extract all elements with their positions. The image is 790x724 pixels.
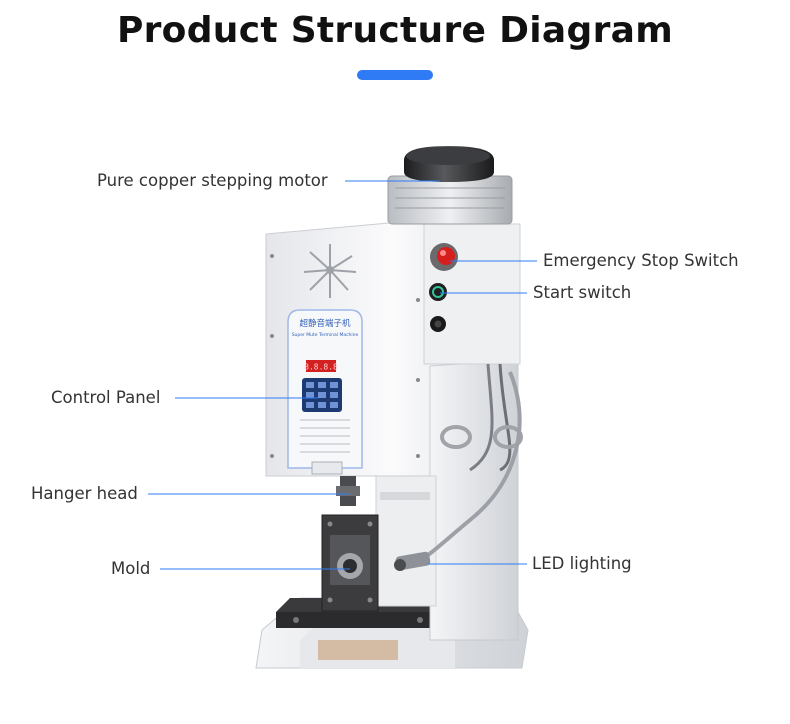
speaker-grille — [303, 244, 357, 298]
label-control: Control Panel — [51, 388, 161, 407]
label-led: LED lighting — [532, 554, 632, 573]
label-mold: Mold — [111, 559, 151, 578]
knob-button[interactable] — [430, 316, 446, 332]
label-hanger: Hanger head — [31, 484, 138, 503]
crimp-mold — [321, 514, 379, 612]
leader-lines — [148, 180, 537, 570]
machine-name-en: Super Mute Terminal Machine — [292, 332, 359, 338]
title-accent-bar — [357, 70, 433, 80]
emergency-stop-button[interactable] — [430, 243, 458, 271]
machine-name-cn: 超静音端子机 — [299, 318, 351, 329]
page-title: Product Structure Diagram — [116, 10, 674, 51]
led-light — [394, 371, 522, 571]
led-display — [306, 360, 336, 372]
start-switch-button[interactable] — [429, 283, 447, 301]
cable-bundle — [440, 363, 523, 472]
display-readout: 8.8.8.8 — [304, 363, 338, 372]
crimp-head — [311, 461, 360, 506]
label-motor: Pure copper stepping motor — [97, 171, 328, 190]
control-panel-face: 超静音端子机 Super Mute Terminal Machine 8.8.8… — [287, 309, 363, 469]
stepping-motor — [387, 146, 513, 225]
label-estop: Emergency Stop Switch — [543, 251, 739, 270]
label-start: Start switch — [533, 283, 632, 302]
